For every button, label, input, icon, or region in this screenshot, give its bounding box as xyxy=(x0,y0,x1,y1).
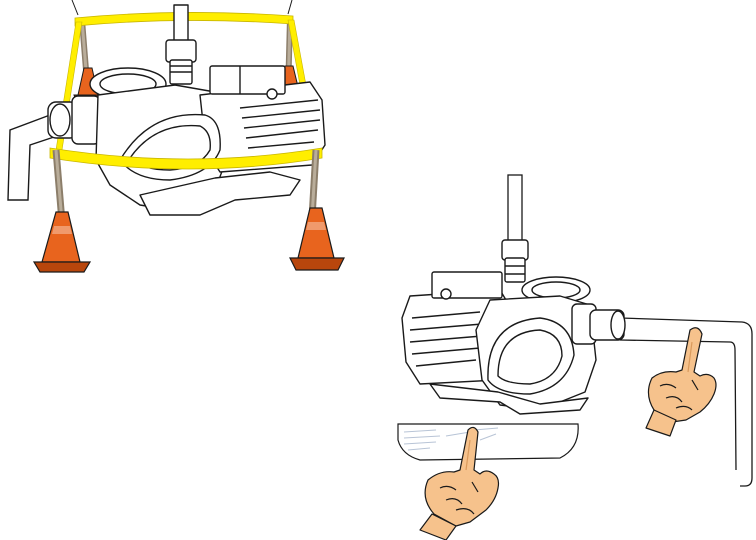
cordoned-pump-illustration xyxy=(7,0,345,273)
pump-icon xyxy=(47,4,326,216)
pipe-icon xyxy=(619,317,753,487)
traffic-cone-icon xyxy=(32,211,92,273)
barrier-tape-front xyxy=(49,147,323,170)
pointing-hand-icon xyxy=(645,327,717,437)
front-pole-right xyxy=(308,149,320,219)
pointing-hand-icon xyxy=(419,426,500,540)
front-pole-left xyxy=(52,149,66,223)
pump-icon xyxy=(401,239,626,415)
traffic-cone-icon xyxy=(289,207,345,271)
water-surface-icon xyxy=(397,423,579,461)
riser-pipe xyxy=(507,174,523,246)
pump-install-check-illustration xyxy=(397,174,753,540)
